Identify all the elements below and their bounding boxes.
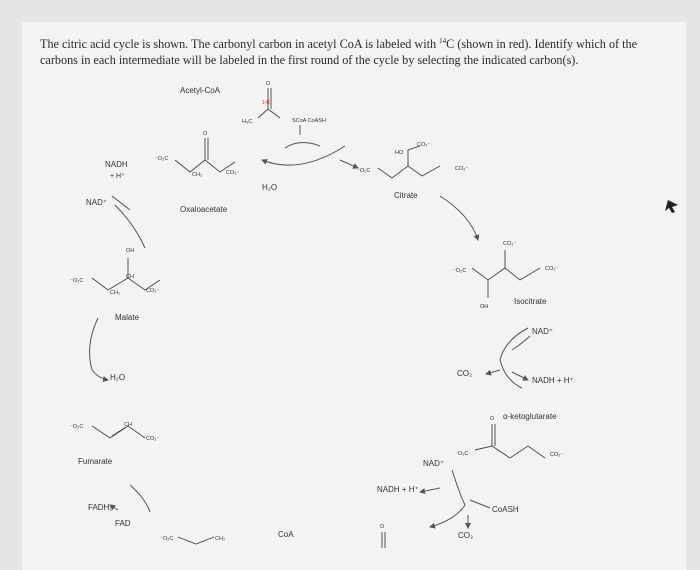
arrow-akg-to-succinyl [429,469,466,529]
oxaloacetate-ch2: CH₂ [192,172,202,178]
akg-ketone [491,424,496,446]
succinyl-carbonyl [381,532,386,548]
isotope-superscript: 14 [439,37,447,45]
malate-ch2: CH₂ [110,290,120,296]
oxaloacetate-structure[interactable]: ⁻O₂C O CH₂ CO₂⁻ [155,131,239,178]
isocitrate-structure[interactable]: ⁻O₂C CO₂⁻ CO₂⁻ OH [453,241,558,310]
co2-bottom-label: CO₂ [458,531,473,540]
h2o-top-label: H₂O [262,183,277,192]
citrate-carboxylate-2: CO₂⁻ [417,142,430,148]
carbonyl-bond [267,88,272,109]
akg-carboxylate-1: ⁻O₂C [455,451,468,457]
nadh-bottom-label: NADH + H⁺ [377,485,419,494]
arrow-nadh-out-right [511,371,529,381]
oxaloacetate-ketone [204,138,209,160]
citrate-branch [407,145,421,166]
fumarate-structure[interactable]: ⁻O₂C CH CO₂⁻ [70,422,159,442]
malate-hydroxyl: OH [126,248,134,254]
coash-bottom-label: CoASH [492,505,519,514]
akg-chain [474,445,546,459]
question-sheet [22,22,686,570]
c14-label: 14C [262,100,272,106]
nadh-right-label: NADH + H⁺ [532,376,574,385]
citrate-label: Citrate [394,191,418,200]
isocitrate-label: Isocitrate [514,297,547,306]
akg-oxygen: O [490,416,495,422]
arrow-citrate-to-isocitrate [439,195,480,241]
malate-carboxylate-1: ⁻O₂C [70,278,83,284]
arrow-acetyl-to-citrate [261,145,346,166]
fumarate-label: Fumarate [78,457,113,466]
fumarate-carboxylate-2: CO₂⁻ [146,436,159,442]
malate-carboxylate-2: CO₂⁻ [146,288,159,294]
nadh-top-label: NADH [105,160,128,169]
succinyl-oxygen: O [380,524,385,530]
coa-label: CoA [278,530,294,539]
arrow-fadh2-out [109,504,119,511]
isocitrate-chain [471,267,541,281]
arrow-fad-cycle [129,484,151,513]
oxaloacetate-carboxylate-2: CO₂⁻ [226,170,239,176]
h-plus-top-label: + H⁺ [110,173,125,180]
mouse-cursor-icon [665,200,678,213]
question-text: The citric acid cycle is shown. The carb… [40,33,680,68]
acetyl-coa-structure[interactable]: H₃C O 14C SCoA CoASH [242,81,326,125]
citrate-hydroxyl: HO [395,150,404,156]
alpha-ketoglutarate-structure[interactable]: O ⁻O₂C CO₂⁻ [455,416,563,459]
isocitrate-carboxylate-2: CO₂⁻ [545,266,558,272]
arrow-coash-release [284,142,321,149]
arrow-coash-in-bottom [469,499,491,509]
malate-structure[interactable]: OH ⁻O₂C CH CH₂ CO₂⁻ [70,248,161,296]
arrow-co2-out-right [485,369,501,376]
alpha-ketoglutarate-label: α-ketoglutarate [503,412,557,421]
acetyl-coa-label: Acetyl-CoA [180,86,221,95]
isocitrate-hydroxyl: OH [480,304,488,310]
succinyl-carboxylate: ⁻O₂C [160,536,173,542]
malate-ch: CH [126,274,134,280]
fumarate-ch: CH [124,422,132,428]
fumarate-double-bond [111,426,127,437]
h3c-label: H₃C [242,119,252,125]
acetyl-backbone [257,108,281,119]
citrate-structure[interactable]: ⁻O₂C HO CO₂⁻ CO₂⁻ [357,142,468,179]
oxaloacetate-label: Oxaloacetate [180,205,228,214]
akg-carboxylate-2: CO₂⁻ [550,452,563,458]
arrow-isocitrate-to-akg [499,327,529,389]
fad-label: FAD [115,519,131,528]
arrow-to-citrate [339,159,359,169]
h2o-left-label: H₂O [110,373,125,382]
succinyl-ch2: CH₂ [215,536,225,542]
citrate-carboxylate-1: ⁻O₂C [357,168,370,174]
arrow-nad-in-right [511,335,531,351]
fadh2-label: FADH₂ [88,503,112,512]
isocitrate-carboxylate-top: CO₂⁻ [503,241,516,247]
co2-right-label: CO₂ [457,369,472,378]
malate-label: Malate [115,313,140,322]
citrate-carboxylate-3: CO₂⁻ [455,166,468,172]
arrow-fumarate-to-malate [89,317,109,382]
oxaloacetate-carboxylate-1: ⁻O₂C [155,156,168,162]
succinyl-coa-structure[interactable]: ⁻O₂C CH₂ O [160,524,386,548]
oxaloacetate-oxygen: O [203,131,208,137]
question-line-1-start: The citric acid cycle is shown. The carb… [40,37,440,52]
question-line-1-end: C (shown in red). Identify which of the [446,37,638,52]
nad-top-label: NAD⁺ [86,198,107,207]
arrow-nadh-out-bottom [419,487,441,494]
scoa-coash-label: SCoA CoASH [292,118,326,124]
nad-bottom-label: NAD⁺ [423,459,444,468]
isocitrate-carboxylate-1: ⁻O₂C [453,268,466,274]
arrow-malate-to-oxaloacetate [114,204,146,249]
arrow-nad-in-top [111,195,131,211]
succinyl-chain [177,536,215,545]
carbonyl-oxygen: O [266,81,271,87]
citrate-chain [377,165,441,179]
question-line-2: carbons in each intermediate will be lab… [40,53,579,68]
fumarate-carboxylate-1: ⁻O₂C [70,424,83,430]
nad-right-label: NAD⁺ [532,327,553,336]
